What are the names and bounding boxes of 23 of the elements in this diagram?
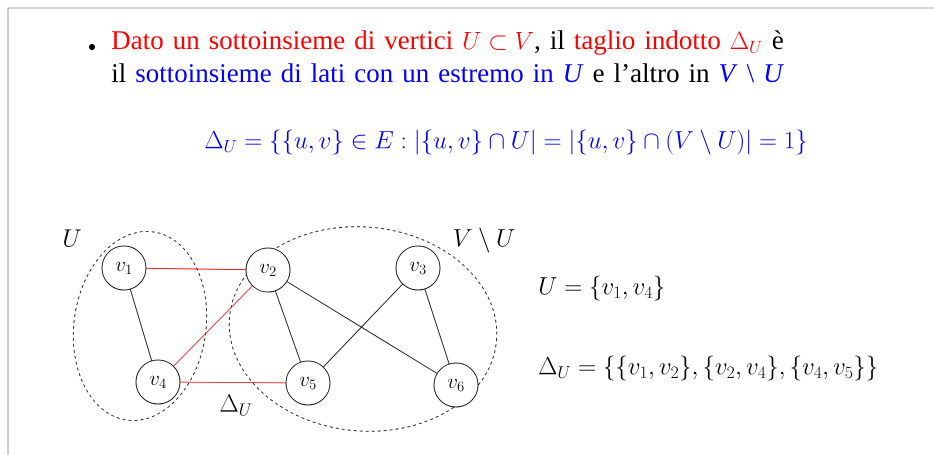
label: Dato un sottoinsieme di vertici <box>112 30 453 50</box>
label: $\Delta_U$ <box>730 31 762 54</box>
set-formula: $U = \{v_1, v_4\}$ <box>540 276 664 300</box>
label: è <box>772 30 783 50</box>
edge-line <box>180 382 286 384</box>
label: sottoinsieme di lati con un estremo in U <box>136 63 584 82</box>
edge-line <box>173 286 253 366</box>
edge-line <box>323 284 403 368</box>
edge-line <box>275 290 301 362</box>
cut-formula: $\Delta_U = \{\{v_1,v_2\},\{v_2,v_4\},\{v_4,v_5\}\}$ <box>539 356 876 380</box>
label: taglio indotto <box>574 30 720 55</box>
edge-line <box>130 289 152 361</box>
label: V \ U <box>720 64 784 82</box>
label: il <box>112 63 126 82</box>
edge-line <box>286 281 438 374</box>
definition-formula: $\Delta_U = \{\{u,v\} \in E : |\{u,v\} \cap U| = |\{u,v\} \cap (V \setminus U)| = 1\}$ <box>205 130 806 154</box>
edge-line <box>146 268 246 270</box>
bullet-text: Dato un sottoinsieme di vertici $U \subset V$, il taglio indotto $\Delta_U$ è il sottoinsieme di lati con un estremo in U e l’altro in V \ U <box>112 30 784 82</box>
label: e l’altro in <box>594 63 710 82</box>
label: $U \subset V$ <box>464 32 534 50</box>
cut-label: $\Delta_U$ <box>220 394 252 416</box>
label: , il <box>535 30 564 54</box>
edge-line <box>424 288 450 364</box>
